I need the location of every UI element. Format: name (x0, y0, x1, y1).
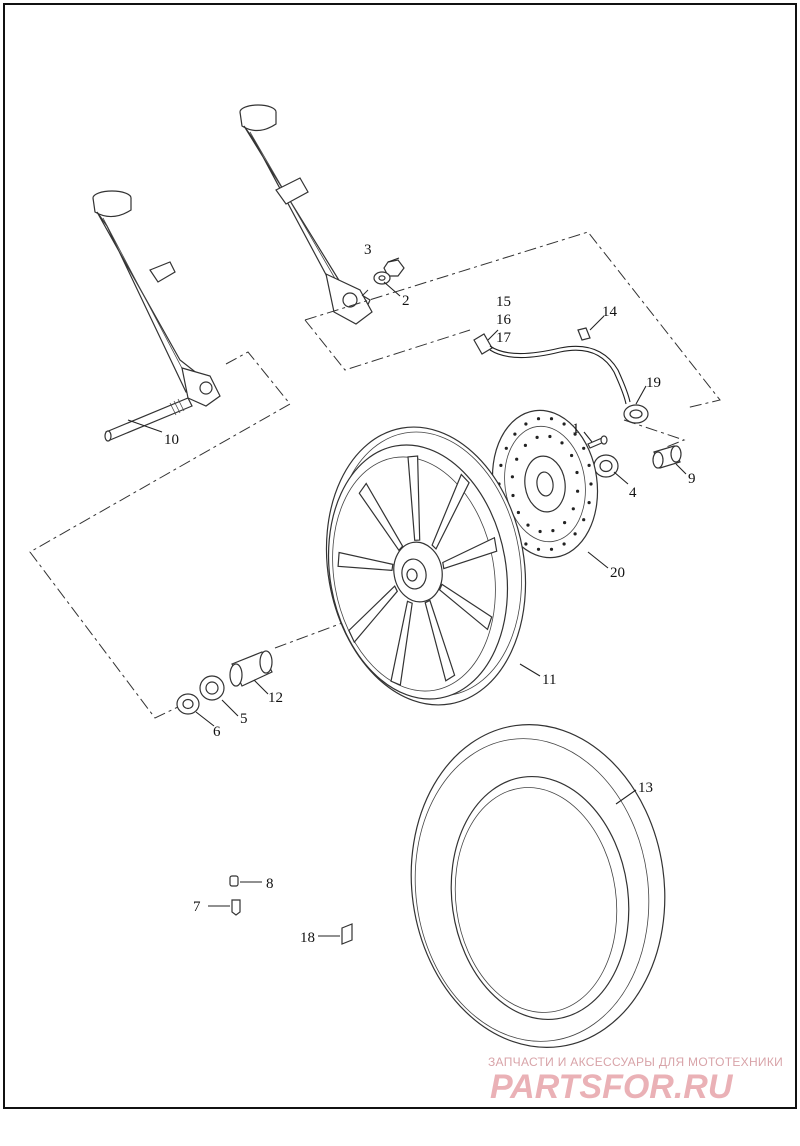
part-label-18: 18 (300, 930, 315, 946)
abs-sensor-cable (473, 333, 649, 424)
left-fork-slider (92, 190, 221, 407)
leader-lines (127, 257, 687, 937)
part-label-14: 14 (602, 304, 618, 320)
rotor-hole (510, 475, 514, 479)
watermark-brand: PARTSFOR.RU (490, 1068, 734, 1106)
rotor-hole (560, 441, 564, 445)
part-label-15: 15 (496, 294, 511, 310)
sensor-clip (577, 327, 591, 341)
valve-cap (229, 875, 239, 887)
rotor-hole (524, 422, 528, 426)
rotor-hole (573, 532, 577, 536)
part-label-9: 9 (688, 471, 696, 487)
watermark: ЗАПЧАСТИ И АКСЕССУАРЫ ДЛЯ МОТОТЕХНИКИ PA… (488, 1055, 783, 1106)
diagram-border (3, 3, 797, 1109)
part-label-10: 10 (164, 432, 179, 448)
rotor-hole (573, 432, 577, 436)
rotor-hole (576, 489, 580, 493)
rotor-hole (516, 510, 521, 515)
rotor-hole (571, 507, 575, 511)
rotor-hole (551, 529, 555, 533)
rotor-hole (526, 523, 530, 527)
wheel-spoke (438, 583, 493, 631)
wheel-spoke (442, 536, 498, 570)
brake-rotor (491, 409, 599, 559)
rotor-hole (563, 521, 567, 525)
right-fork-slider (239, 104, 373, 325)
rotor-hole (582, 518, 586, 522)
rotor-hole (562, 422, 566, 426)
rotor-hole (549, 417, 554, 421)
part-label-17: 17 (496, 330, 512, 346)
rotor-hole (504, 446, 508, 450)
part-label-12: 12 (268, 690, 283, 706)
rotor-bolt (587, 435, 608, 449)
part-label-20: 20 (610, 565, 625, 581)
part-label-3: 3 (364, 242, 372, 258)
part-label-5: 5 (240, 711, 248, 727)
rotor-hole (524, 542, 528, 546)
rotor-hole (535, 435, 539, 439)
part-label-6: 6 (213, 724, 221, 740)
wheel-spoke (431, 473, 470, 550)
wheel-spoke (337, 551, 394, 572)
rotor-hole (499, 463, 503, 467)
rotor-hole (538, 529, 542, 534)
part-label-11: 11 (542, 672, 556, 688)
rotor-hole (582, 446, 586, 450)
valve-stem (231, 899, 241, 916)
rotor-hole (523, 443, 528, 447)
wheel-spoke (407, 455, 421, 541)
front-axle (104, 397, 193, 442)
rotor-hole (513, 432, 517, 436)
part-label-19: 19 (646, 375, 661, 391)
spacer (652, 445, 682, 469)
washer (373, 271, 391, 285)
rotor-hole (548, 434, 552, 439)
seal (176, 693, 200, 715)
rotor-hole (511, 493, 515, 498)
part-label-1: 1 (572, 421, 580, 437)
wheel-spoke (424, 599, 456, 682)
axle-nut (383, 259, 405, 277)
wheel-spoke (358, 482, 404, 552)
rotor-hole (587, 501, 591, 505)
cast-wheel (325, 426, 527, 706)
hub-spacer (229, 650, 273, 687)
tire (410, 724, 666, 1048)
right-bearing (593, 454, 619, 478)
wheel-label-sticker (341, 923, 353, 945)
rotor-hole (549, 547, 554, 551)
watermark-tagline: ЗАПЧАСТИ И АКСЕССУАРЫ ДЛЯ МОТОТЕХНИКИ (488, 1055, 783, 1069)
wheel-spoke (390, 600, 413, 686)
rotor-hole (589, 482, 593, 486)
rotor-hole (587, 463, 591, 467)
part-label-13: 13 (638, 780, 653, 796)
part-label-7: 7 (193, 899, 201, 915)
left-bearing (199, 675, 225, 701)
rotor-hole (515, 457, 519, 461)
part-label-8: 8 (266, 876, 274, 892)
part-label-2: 2 (402, 293, 410, 309)
rotor-hole (562, 542, 566, 546)
rotor-hole (570, 453, 574, 458)
rotor-hole (536, 547, 541, 551)
part-labels: 1 2 3 4 5 6 7 8 9 10 11 12 13 14 15 16 1… (164, 242, 696, 946)
part-label-16: 16 (496, 312, 512, 328)
wheel-spoke (348, 585, 399, 644)
rotor-hole (575, 470, 579, 475)
rotor-hole (536, 417, 541, 421)
part-label-4: 4 (629, 485, 637, 501)
